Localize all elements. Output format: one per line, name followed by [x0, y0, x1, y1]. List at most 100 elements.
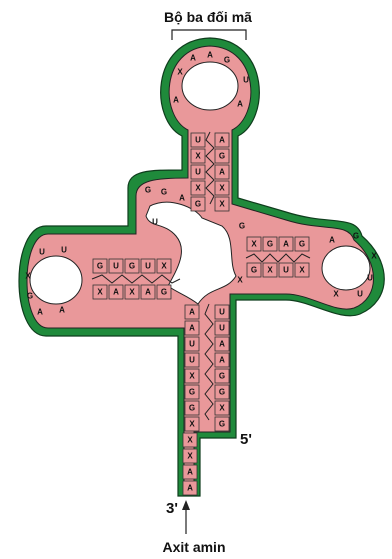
acceptor-stem-nucleotide: U — [185, 353, 199, 367]
svg-text:U: U — [195, 168, 201, 177]
acceptor-stem-nucleotide: G — [215, 369, 229, 383]
svg-text:U: U — [195, 136, 201, 145]
acceptor-stem-nucleotide: U — [185, 337, 199, 351]
right-arm-nucleotide: U — [279, 263, 293, 277]
right-arm-nucleotide: G — [247, 263, 261, 277]
left-arm-nucleotide: G — [157, 285, 171, 299]
left-loop-nucleotide: A — [59, 306, 65, 315]
left-arm-nucleotide: G — [93, 259, 107, 273]
anticodon-loop-nucleotide: G — [224, 56, 230, 65]
tail-nucleotide: X — [183, 449, 197, 463]
anticodon-loop-nucleotide: U — [243, 76, 249, 85]
svg-text:U: U — [39, 248, 45, 257]
tail-nucleotide: A — [183, 465, 197, 479]
svg-text:U: U — [61, 246, 67, 255]
right-arm-nucleotide: G — [263, 237, 277, 251]
svg-text:X: X — [299, 266, 305, 275]
right-loop-nucleotide: U — [357, 290, 363, 299]
acceptor-stem-nucleotide: X — [215, 401, 229, 415]
svg-text:U: U — [367, 274, 373, 283]
svg-text:A: A — [219, 168, 225, 177]
svg-text:A: A — [189, 308, 195, 317]
svg-text:G: G — [219, 372, 225, 381]
left-arm-nucleotide: U — [141, 259, 155, 273]
amino-acid-arrow — [182, 500, 190, 534]
svg-text:X: X — [237, 276, 243, 285]
svg-text:A: A — [187, 484, 193, 493]
left-arm-nucleotide: X — [157, 259, 171, 273]
anticodon-stem-nucleotide: A — [215, 133, 229, 147]
svg-text:X: X — [267, 266, 273, 275]
right-arm-nucleotide: X — [247, 237, 261, 251]
svg-text:A: A — [207, 51, 213, 60]
svg-text:A: A — [219, 356, 225, 365]
svg-text:A: A — [329, 236, 335, 245]
left-arm-nucleotide: G — [125, 259, 139, 273]
left-arm-nucleotide: X — [125, 285, 139, 299]
acceptor-stem-nucleotide: G — [215, 385, 229, 399]
anticodon-label: Bộ ba đối mã — [164, 9, 252, 25]
svg-text:X: X — [161, 262, 167, 271]
svg-text:X: X — [187, 452, 193, 461]
anticodon-stem-nucleotide: X — [191, 181, 205, 195]
left-loop-nucleotide: U — [39, 248, 45, 257]
anticodon-loop-nucleotide: A — [173, 96, 179, 105]
acceptor-stem-nucleotide: A — [215, 337, 229, 351]
svg-text:A: A — [37, 308, 43, 317]
left-loop-nucleotide: U — [61, 246, 67, 255]
svg-text:A: A — [173, 96, 179, 105]
left-loop-nucleotide: A — [37, 308, 43, 317]
svg-text:A: A — [179, 194, 185, 203]
svg-text:G: G — [219, 388, 225, 397]
anticodon-loop-nucleotide: A — [237, 100, 243, 109]
acceptor-stem-nucleotide: X — [185, 417, 199, 431]
svg-text:A: A — [219, 340, 225, 349]
acceptor-stem-nucleotide: X — [185, 369, 199, 383]
tail-nucleotide: A — [183, 481, 197, 495]
svg-text:G: G — [27, 292, 33, 301]
svg-text:G: G — [189, 404, 195, 413]
svg-text:G: G — [161, 188, 167, 197]
acceptor-stem-nucleotide: U — [215, 305, 229, 319]
svg-text:X: X — [177, 68, 183, 77]
anticodon-stem-nucleotide: U — [191, 165, 205, 179]
svg-text:G: G — [195, 200, 201, 209]
svg-text:X: X — [129, 288, 135, 297]
svg-text:G: G — [97, 262, 103, 271]
right-arm-nucleotide: G — [295, 237, 309, 251]
svg-text:G: G — [189, 388, 195, 397]
acceptor-stem-nucleotide: G — [215, 417, 229, 431]
mid-nucleotide: G — [239, 222, 245, 231]
anticodon-stem-nucleotide: U — [191, 133, 205, 147]
svg-text:X: X — [219, 184, 225, 193]
svg-text:U: U — [219, 324, 225, 333]
anticodon-loop-nucleotide: A — [190, 54, 196, 63]
svg-text:U: U — [189, 340, 195, 349]
anticodon-stem-nucleotide: X — [215, 181, 229, 195]
svg-text:A: A — [59, 306, 65, 315]
left-arm-nucleotide: A — [109, 285, 123, 299]
svg-text:G: G — [219, 420, 225, 429]
svg-text:G: G — [251, 266, 257, 275]
svg-text:G: G — [353, 232, 359, 241]
acceptor-stem-nucleotide: A — [215, 353, 229, 367]
tail-nucleotide: X — [183, 433, 197, 447]
loop-nucleotide: G — [161, 188, 167, 197]
svg-text:X: X — [371, 252, 377, 261]
acceptor-stem-nucleotide: U — [215, 321, 229, 335]
svg-text:U: U — [283, 266, 289, 275]
right-loop-hole — [322, 246, 370, 290]
svg-text:A: A — [237, 100, 243, 109]
svg-text:A: A — [283, 240, 289, 249]
right-arm-nucleotide: A — [279, 237, 293, 251]
acceptor-stem-nucleotide: A — [185, 305, 199, 319]
svg-text:A: A — [187, 468, 193, 477]
five-prime-label: 5' — [240, 431, 252, 448]
svg-text:G: G — [239, 222, 245, 231]
svg-text:G: G — [299, 240, 305, 249]
right-loop-nucleotide: X — [333, 290, 339, 299]
svg-text:G: G — [145, 186, 151, 195]
svg-text:U: U — [357, 290, 363, 299]
svg-text:X: X — [189, 372, 195, 381]
